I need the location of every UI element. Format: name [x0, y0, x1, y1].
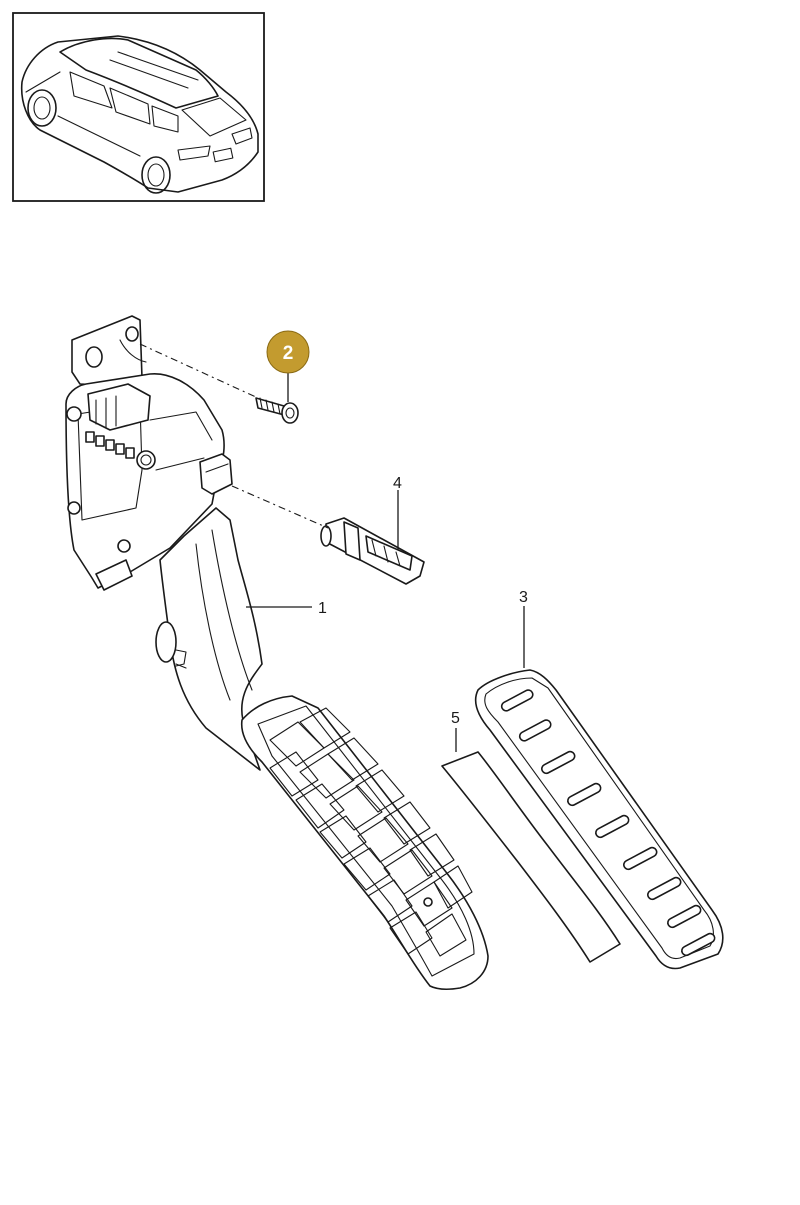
callout-2-badge[interactable]: 2: [266, 330, 310, 374]
callout-4: 4: [393, 475, 402, 492]
assembly-lines: [139, 343, 329, 529]
cover-slots: [500, 689, 716, 957]
pad-diamond-texture: [269, 707, 473, 957]
screw: [255, 397, 299, 424]
callout-3: 3: [519, 589, 528, 606]
leader-lines: [246, 370, 525, 752]
pedal-pad-cover: [474, 669, 724, 970]
car-suv-icon: [20, 35, 259, 194]
clip: [320, 517, 425, 585]
pedal-assembly: [65, 315, 489, 991]
callout-5: 5: [451, 710, 460, 727]
callout-1: 1: [318, 600, 327, 617]
vehicle-thumbnail: [12, 12, 265, 202]
connector-pins: [85, 431, 135, 459]
callout-2: 2: [283, 343, 294, 364]
adhesive-strip: [441, 751, 621, 963]
